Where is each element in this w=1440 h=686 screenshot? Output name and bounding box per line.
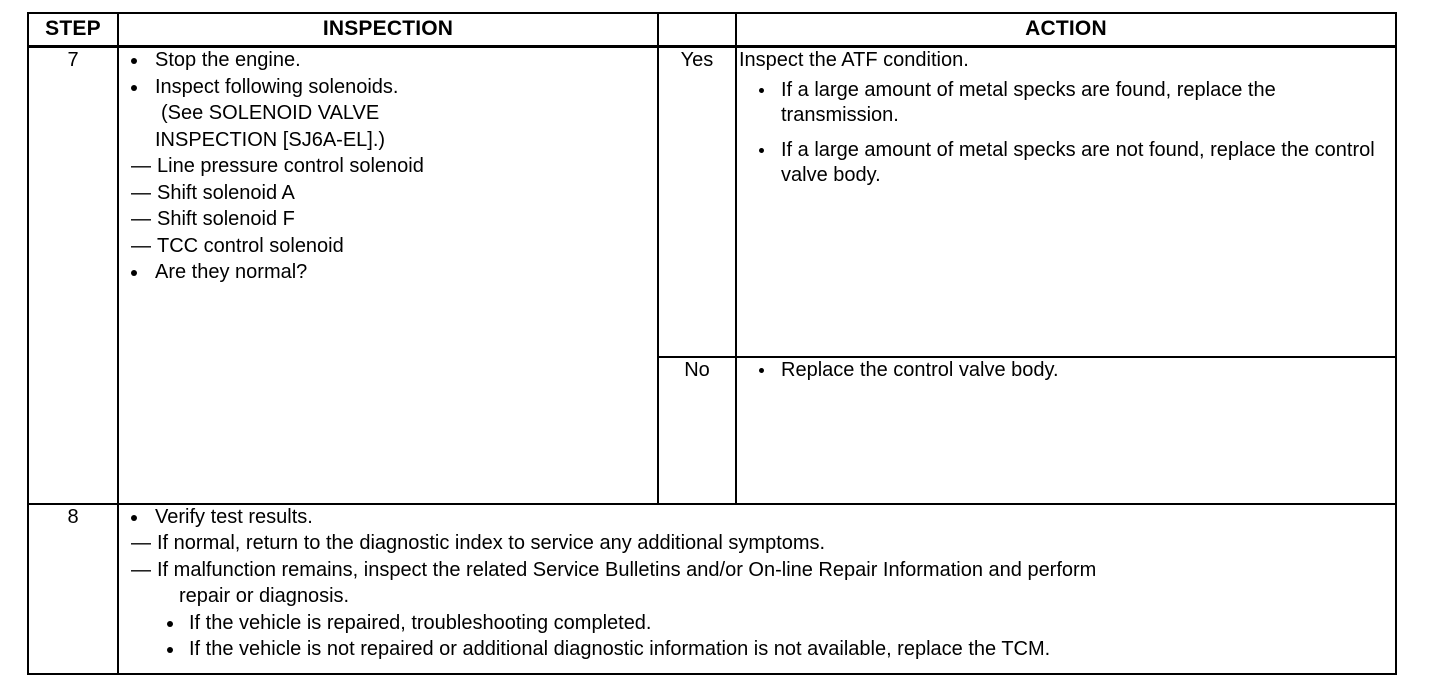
list-item: Replace the control valve body. (737, 358, 1395, 384)
list-item: If the vehicle is repaired, troubleshoot… (119, 611, 1395, 637)
list-item-label: Shift solenoid A (157, 181, 295, 204)
list-item-label: Replace the control valve body. (781, 358, 1059, 381)
action-cell-yes: Inspect the ATF condition. If a large am… (735, 45, 1397, 358)
list-item-label: TCC control solenoid (157, 234, 344, 257)
list-item-label: Inspect following solenoids. (155, 75, 399, 98)
inspection-list: Verify test results. — If normal, return… (119, 505, 1395, 663)
list-item: If the vehicle is not repaired or additi… (119, 637, 1395, 663)
list-item-label: Shift solenoid F (157, 208, 295, 230)
em-dash-icon: — (131, 208, 151, 230)
column-header-yesno (657, 12, 737, 48)
list-item: — If normal, return to the diagnostic in… (119, 531, 1395, 557)
list-item-label: (See SOLENOID VALVE (161, 102, 380, 124)
inspection-cell: Stop the engine. Inspect following solen… (117, 45, 659, 505)
inspection-cell: Verify test results. — If normal, return… (117, 502, 1397, 675)
table-row: 8 Verify test results. — If normal, retu… (27, 502, 1397, 675)
list-item-label: If normal, return to the diagnostic inde… (157, 532, 826, 554)
bullet-dot-icon (759, 367, 764, 373)
list-item: If a large amount of metal specks are no… (737, 138, 1395, 189)
action-list: If a large amount of metal specks are fo… (737, 78, 1395, 189)
bullet-dot-icon (759, 87, 764, 93)
branch-label-no: No (657, 355, 737, 505)
bullet-dot-icon (131, 58, 137, 64)
column-header-action: ACTION (735, 12, 1397, 48)
list-item: — TCC control solenoid (119, 234, 657, 260)
table-header-row: STEP INSPECTION ACTION (27, 12, 1397, 48)
list-item-label: Stop the engine. (155, 49, 301, 71)
list-item: INSPECTION [SJ6A-EL].) (119, 128, 657, 154)
table-row: 7 Stop the engine. Inspect following sol… (27, 45, 1397, 505)
bullet-dot-icon (131, 270, 137, 276)
list-item-label: If a large amount of metal specks are no… (781, 138, 1375, 187)
list-item: — If malfunction remains, inspect the re… (119, 558, 1395, 584)
bullet-dot-icon (131, 84, 137, 91)
action-list: Replace the control valve body. (737, 358, 1395, 384)
action-cell-no: Replace the control valve body. (735, 355, 1397, 505)
bullet-dot-icon (759, 147, 764, 153)
list-item: — Line pressure control solenoid (119, 154, 657, 180)
list-item-label: If malfunction remains, inspect the rela… (157, 558, 1097, 581)
column-header-inspection: INSPECTION (117, 12, 659, 48)
list-item: Are they normal? (119, 260, 657, 286)
action-lead-text: Inspect the ATF condition. (739, 49, 969, 71)
list-item: Verify test results. (119, 505, 1395, 531)
list-item: If a large amount of metal specks are fo… (737, 78, 1395, 129)
list-item-label: If the vehicle is repaired, troubleshoot… (189, 611, 652, 634)
em-dash-icon: — (131, 181, 151, 204)
em-dash-icon: — (131, 234, 151, 257)
em-dash-icon: — (131, 155, 151, 177)
list-item: (See SOLENOID VALVE (119, 101, 657, 127)
diagnostic-table: STEP INSPECTION ACTION 7 Stop the engine… (27, 12, 1397, 675)
list-item-label: repair or diagnosis. (179, 585, 350, 607)
table-row: No Replace the control valve body. (28, 355, 1397, 505)
branch-label-yes: Yes (657, 45, 737, 358)
list-item: — Shift solenoid A (119, 181, 657, 207)
column-header-step: STEP (27, 12, 119, 48)
list-item: repair or diagnosis. (119, 584, 1395, 610)
bullet-dot-icon (167, 647, 173, 653)
list-item: Inspect following solenoids. (119, 75, 657, 101)
list-item-label: INSPECTION [SJ6A-EL].) (155, 128, 386, 151)
em-dash-icon: — (131, 532, 151, 554)
list-item: — Shift solenoid F (119, 207, 657, 233)
bullet-dot-icon (167, 620, 173, 627)
list-item-label: Are they normal? (155, 261, 308, 283)
list-item-label: If the vehicle is not repaired or additi… (189, 638, 1051, 660)
list-item-label: Line pressure control solenoid (157, 155, 424, 177)
bullet-dot-icon (131, 514, 137, 521)
step-number-cell: 7 (27, 45, 119, 505)
list-item: Stop the engine. (119, 48, 657, 74)
inspection-list: Stop the engine. Inspect following solen… (119, 48, 657, 286)
list-item-label: Verify test results. (155, 505, 313, 528)
list-item-label: If a large amount of metal specks are fo… (781, 78, 1276, 127)
step-number-cell: 8 (27, 502, 119, 675)
em-dash-icon: — (131, 558, 151, 581)
